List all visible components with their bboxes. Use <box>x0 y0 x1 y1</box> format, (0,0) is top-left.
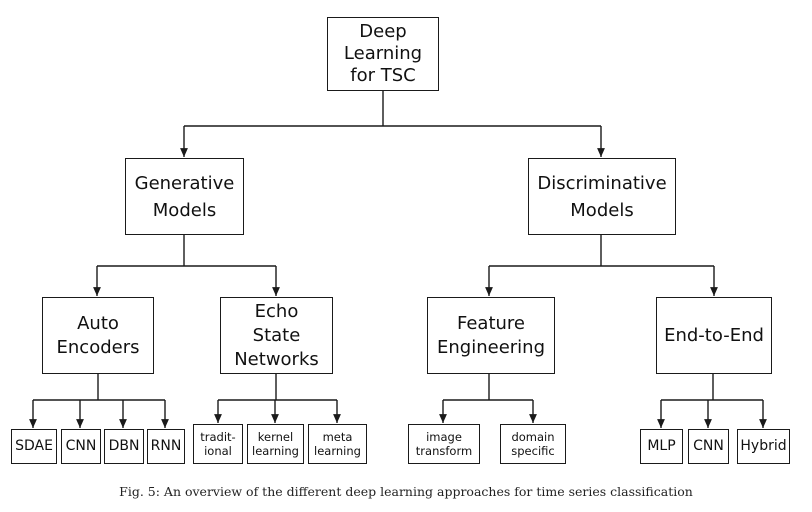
leaf-kernel-learning: kernel learning <box>247 424 304 464</box>
node-feature-engineering: Feature Engineering <box>427 297 555 374</box>
node-discriminative-models: Discriminative Models <box>528 158 676 235</box>
leaf-hybrid: Hybrid <box>737 429 790 464</box>
leaf-meta-learning: meta learning <box>308 424 367 464</box>
figure-caption: Fig. 5: An overview of the different dee… <box>119 484 693 499</box>
leaf-rnn: RNN <box>147 429 185 464</box>
leaf-sdae: SDAE <box>11 429 57 464</box>
leaf-traditional: tradit- ional <box>193 424 243 464</box>
leaf-domain-specific: domain specific <box>500 424 566 464</box>
leaf-cnn-end-to-end: CNN <box>688 429 729 464</box>
leaf-mlp: MLP <box>640 429 683 464</box>
node-end-to-end: End-to-End <box>656 297 772 374</box>
node-generative-models: Generative Models <box>125 158 244 235</box>
node-deep-learning-for-tsc: Deep Learning for TSC <box>327 17 439 91</box>
node-echo-state-networks: Echo State Networks <box>220 297 333 374</box>
leaf-cnn-autoencoder: CNN <box>61 429 101 464</box>
leaf-image-transform: image transform <box>408 424 480 464</box>
leaf-dbn: DBN <box>104 429 144 464</box>
node-auto-encoders: Auto Encoders <box>42 297 154 374</box>
